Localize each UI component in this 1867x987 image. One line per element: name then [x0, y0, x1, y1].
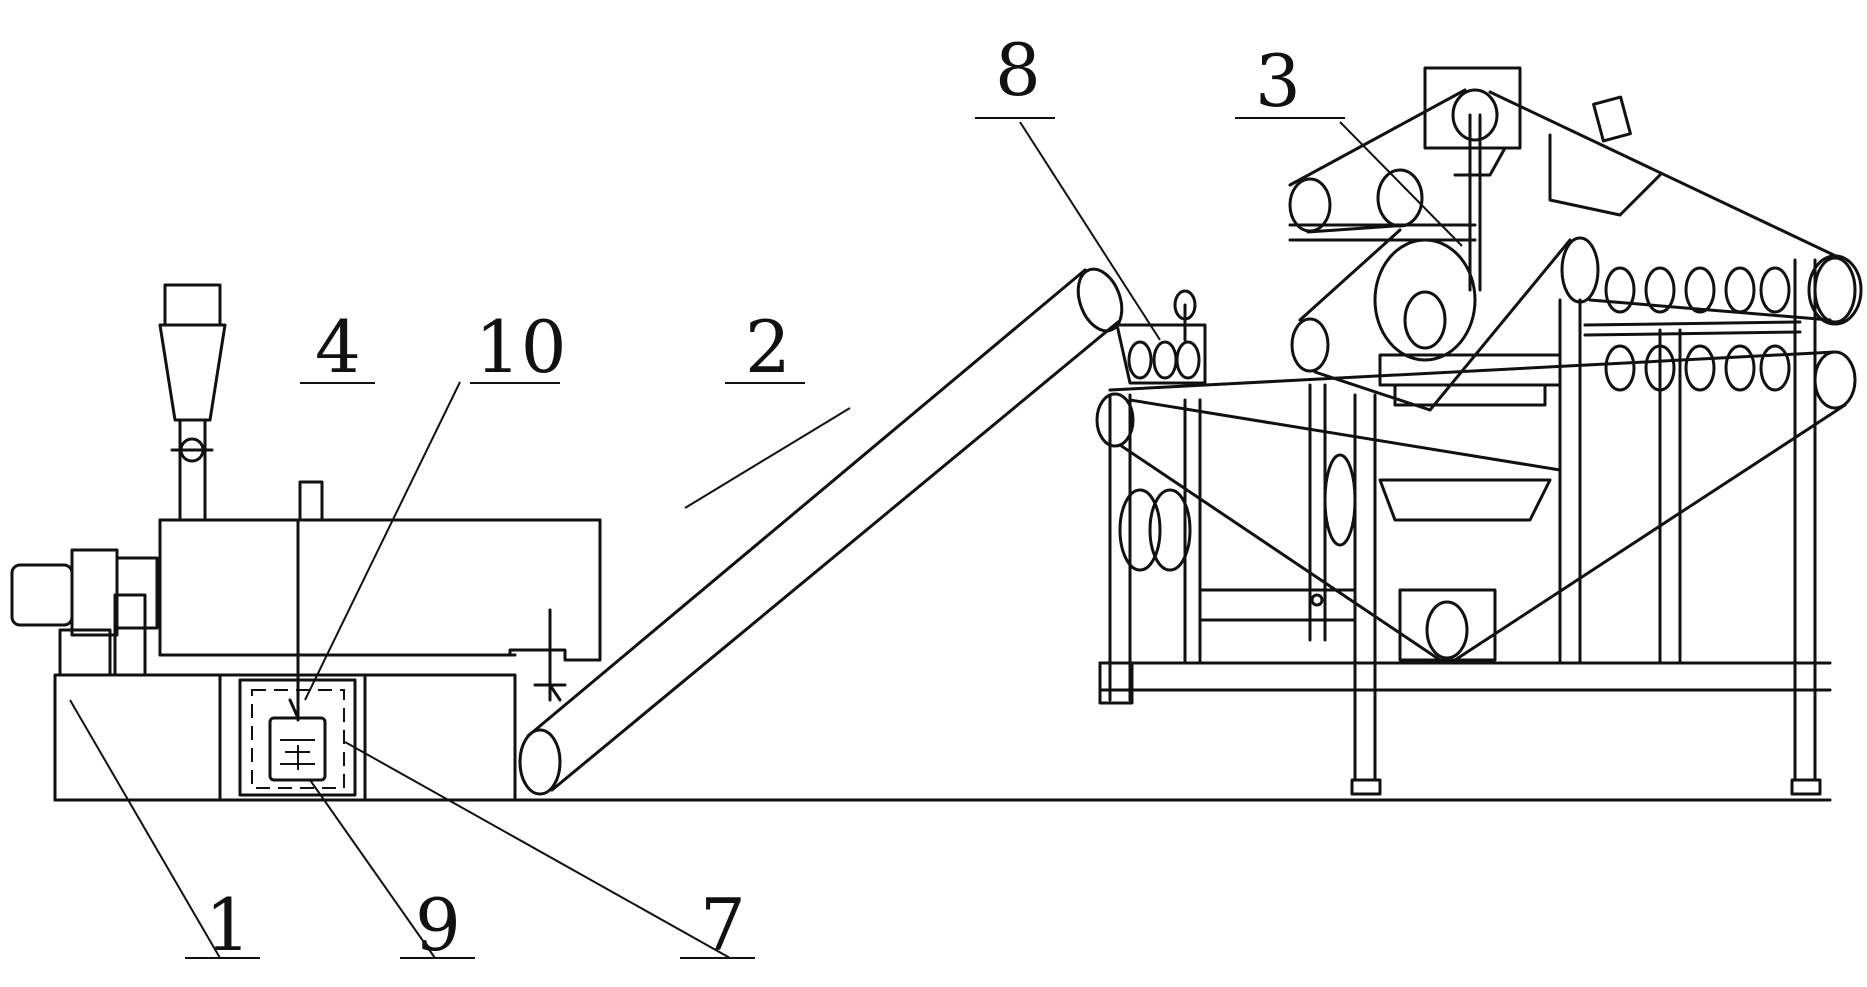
label-3-text: 3 — [1255, 39, 1301, 123]
feed-hopper — [158, 283, 227, 522]
extruder-body — [158, 480, 602, 702]
label-10-text: 10 — [475, 305, 567, 389]
drum-machine — [1095, 66, 1863, 796]
leader-lines — [69, 121, 1463, 959]
label-1-text: 1 — [205, 883, 251, 967]
pump — [268, 518, 327, 782]
label-4-text: 4 — [315, 305, 361, 389]
inclined-conveyor — [518, 267, 1124, 796]
label-9-text: 9 — [415, 883, 461, 967]
label-7: 7 — [680, 883, 755, 967]
label-10: 10 — [470, 305, 567, 389]
label-9: 9 — [400, 883, 475, 967]
label-2-text: 2 — [745, 305, 791, 389]
label-2: 2 — [725, 305, 805, 389]
label-7-text: 7 — [700, 883, 746, 967]
small-hopper — [1115, 289, 1207, 385]
drive-motor — [10, 548, 162, 677]
label-4: 4 — [300, 305, 375, 389]
label-8-text: 8 — [995, 28, 1041, 112]
base-frame — [53, 653, 517, 802]
label-3: 3 — [1235, 39, 1345, 123]
label-8: 8 — [975, 28, 1055, 119]
label-1: 1 — [185, 883, 260, 967]
